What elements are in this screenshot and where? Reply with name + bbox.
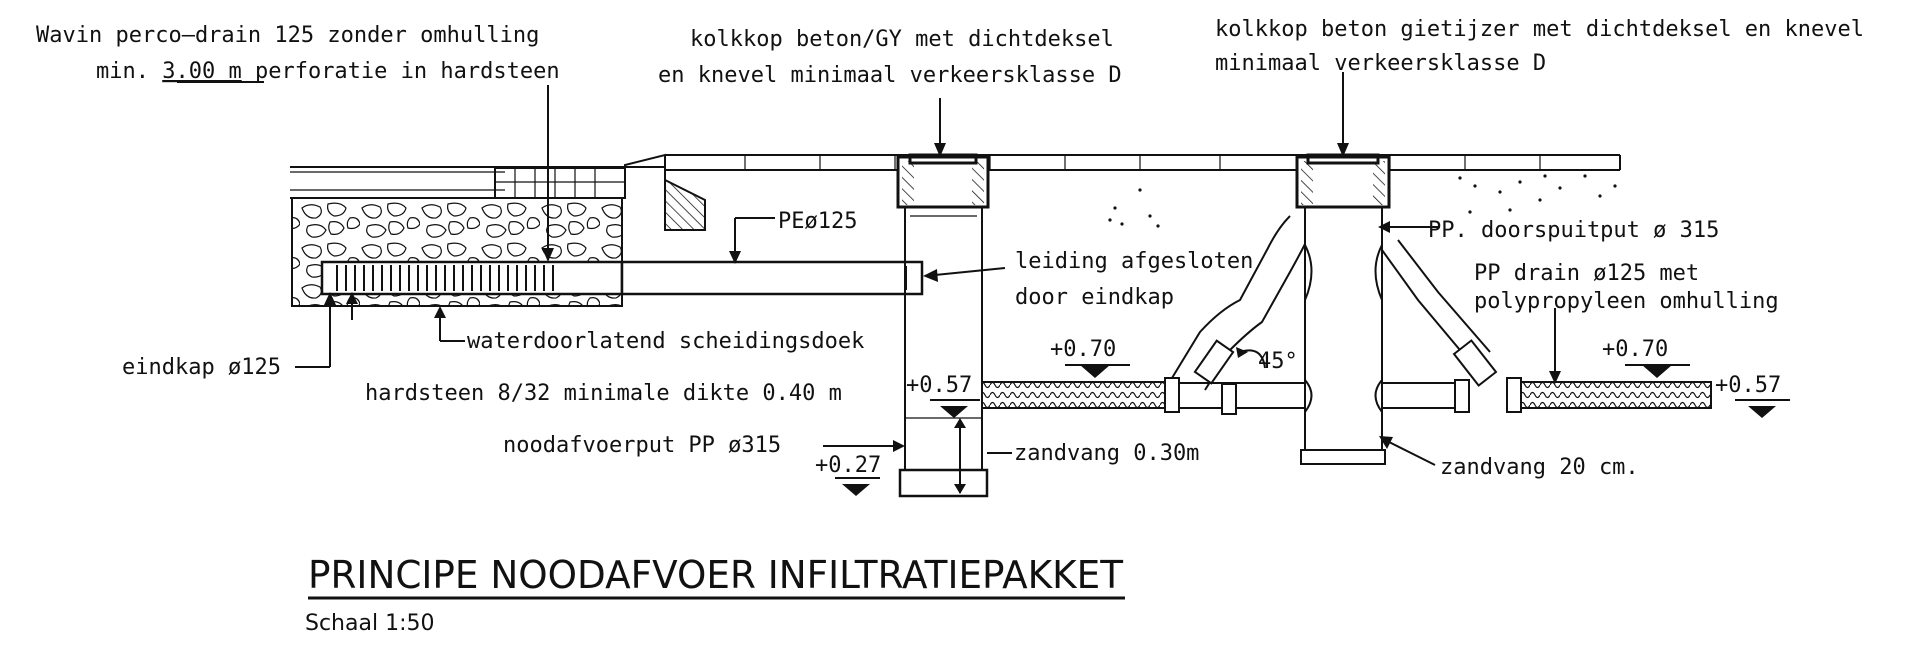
angle-label: 45°: [1258, 349, 1298, 374]
corrugated-drain-right: [1381, 239, 1712, 413]
pp-drain-label-line1: PP drain ø125 met: [1474, 261, 1699, 286]
level-left-057: +0.57: [906, 373, 972, 398]
eindkap-label: eindkap ø125: [122, 355, 281, 380]
corrugated-drain-left: [981, 215, 1306, 415]
scheidingsdoek-label: waterdoorlatend scheidingsdoek: [467, 329, 864, 354]
drawing-scale: Schaal 1:50: [305, 611, 434, 636]
flush-manhole: [1295, 153, 1391, 465]
kolkkop-2-line2: minimaal verkeersklasse D: [1215, 51, 1546, 76]
zandvang-2-label: zandvang 20 cm.: [1440, 455, 1639, 480]
noodafvoerput-label: noodafvoerput PP ø315: [503, 433, 781, 458]
doorspuitput-label: PP. doorspuitput ø 315: [1428, 218, 1719, 243]
drawing-title: PRINCIPE NOODAFVOER INFILTRATIEPAKKET: [308, 553, 1124, 597]
pp-drain-label-line2: polypropyleen omhulling: [1474, 289, 1779, 314]
level-triangle-right-057: [1748, 406, 1776, 418]
kolkkop-2-line1: kolkkop beton gietijzer met dichtdeksel …: [1215, 17, 1864, 42]
hardsteen-label: hardsteen 8/32 minimale dikte 0.40 m: [365, 381, 842, 406]
level-right-057: +0.57: [1715, 373, 1781, 398]
drain-title-line1: Wavin perco–drain 125 zonder omhulling: [36, 23, 539, 48]
drain-title-length: 3.00 m: [162, 59, 241, 84]
leader-lines: [295, 72, 1561, 494]
level-top-right: +0.70: [1602, 337, 1668, 362]
level-triangle-top-right: [1642, 365, 1672, 378]
drain-title-suffix: perforatie in hardsteen: [242, 59, 560, 84]
level-left-027: +0.27: [815, 453, 881, 478]
pe-pipe-label: PEø125: [778, 209, 857, 234]
emergency-drain-manhole: [896, 153, 990, 498]
level-markers: [835, 364, 1790, 496]
level-top-left: +0.70: [1050, 337, 1116, 362]
drain-title-prefix: min.: [96, 59, 162, 84]
kolkkop-1-line1: kolkkop beton/GY met dichtdeksel: [690, 27, 1114, 52]
leiding-label-line1: leiding afgesloten: [1015, 249, 1253, 274]
level-triangle-top-left: [1080, 365, 1110, 378]
kolkkop-1-line2: en knevel minimaal verkeersklasse D: [658, 63, 1122, 88]
road-surface: [665, 154, 1621, 228]
drain-title-line2: min. 3.00 m perforatie in hardsteen: [96, 59, 560, 84]
level-triangle-left-027: [842, 484, 870, 496]
level-triangle-left-057: [940, 406, 968, 418]
leiding-label-line2: door eindkap: [1015, 285, 1174, 310]
infiltration-package: [290, 153, 924, 307]
zandvang-1-label: zandvang 0.30m: [1014, 441, 1199, 466]
